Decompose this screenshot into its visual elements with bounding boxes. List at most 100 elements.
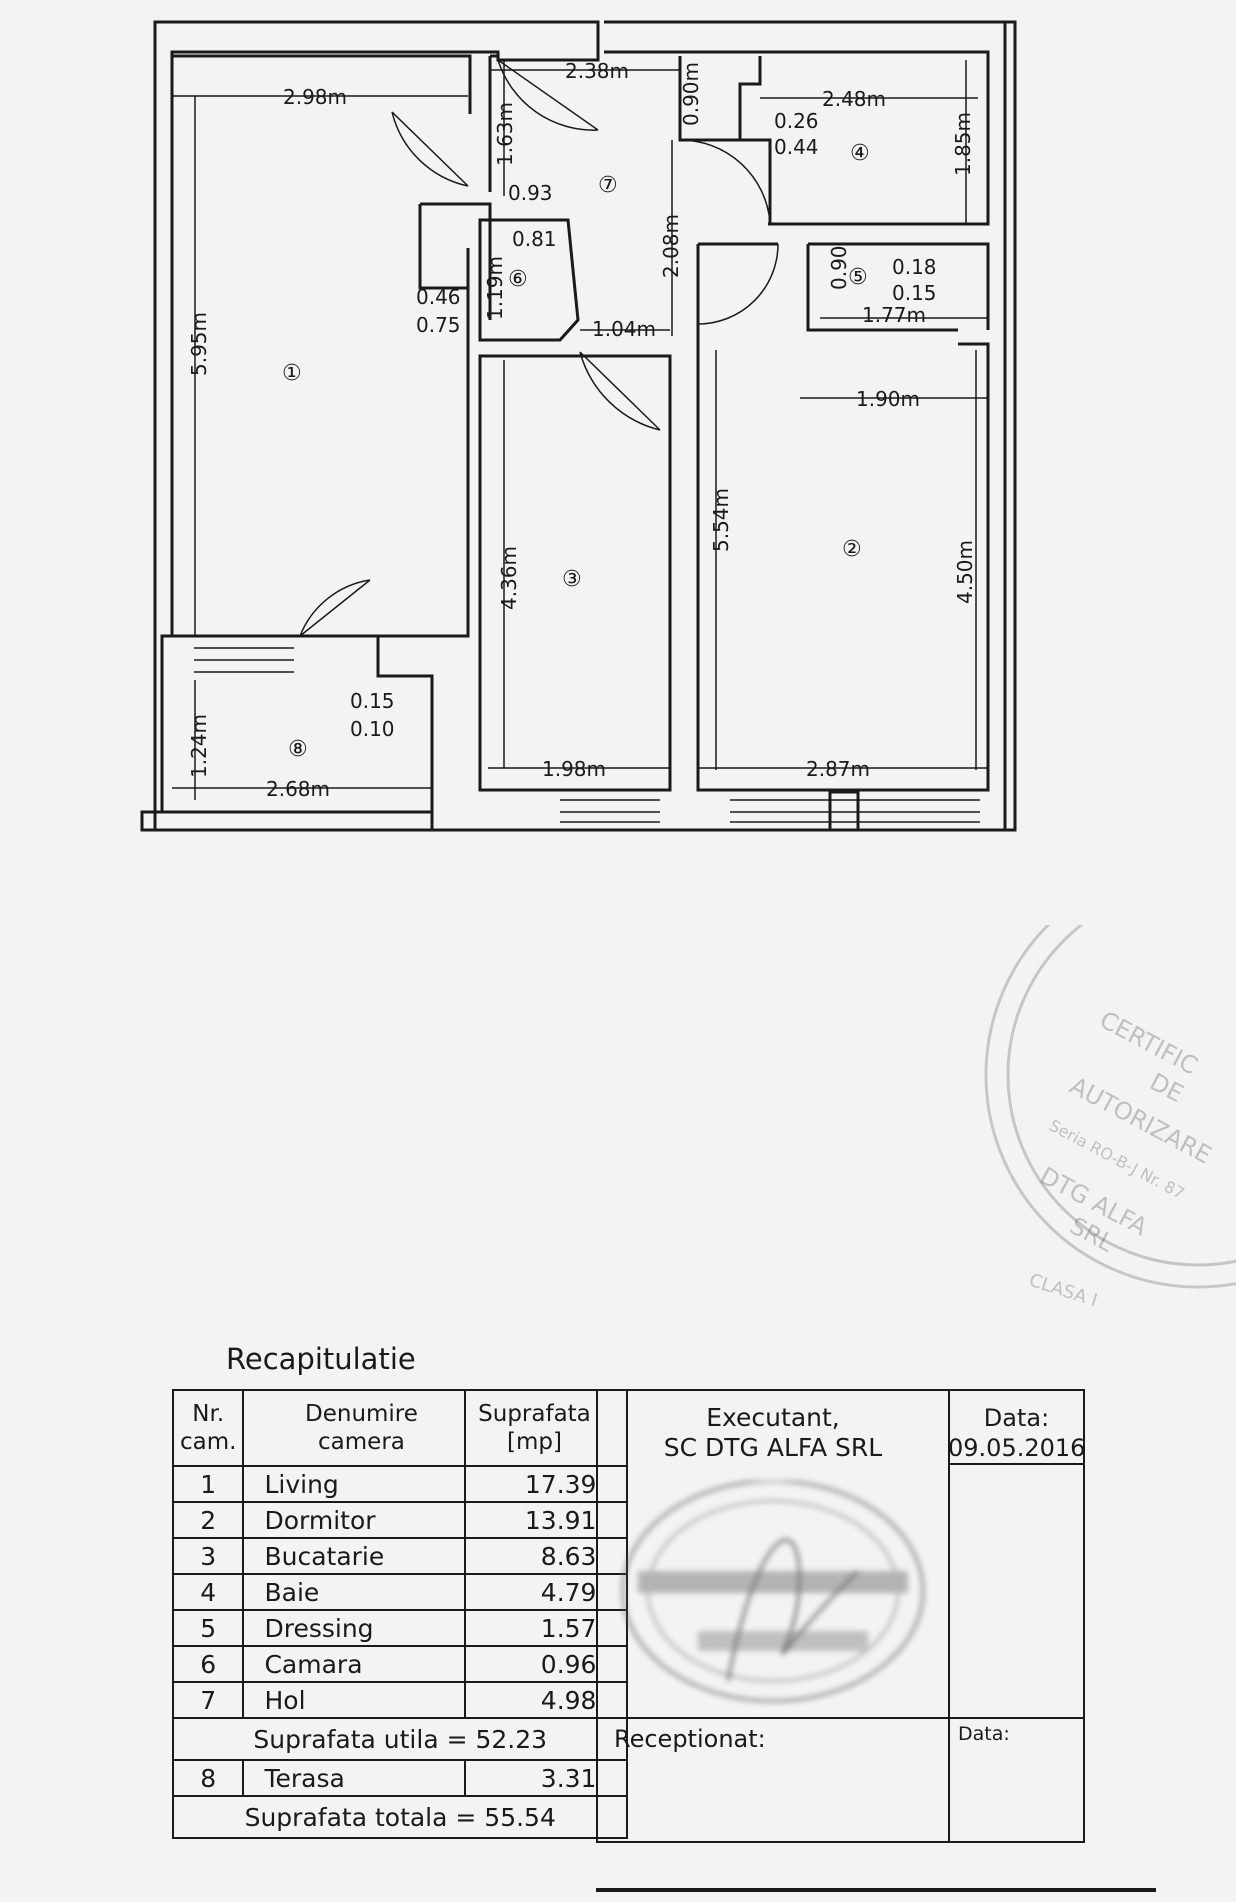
dim-2.38: 2.38m <box>565 59 629 83</box>
cell-area: 4.79 <box>464 1573 629 1611</box>
dim-0.15b: 0.15 <box>350 689 395 713</box>
dim-0.46: 0.46 <box>416 285 461 309</box>
cell-name: Terasa <box>242 1759 467 1797</box>
room-1-label: ① <box>282 361 302 386</box>
room-5-label: ⑤ <box>848 265 868 290</box>
executant-line-1: Executant, <box>706 1403 840 1432</box>
header-nr: Nr. cam. <box>171 1389 245 1467</box>
cell-area: 8.63 <box>464 1537 629 1575</box>
dim-0.90m: 0.90m <box>679 62 703 126</box>
dimension-lines <box>172 60 988 800</box>
date-block: Data: 09.05.2016 <box>948 1403 1085 1463</box>
cell-nr: 3 <box>171 1537 245 1575</box>
dim-1.04: 1.04m <box>592 317 656 341</box>
cell-nr: 8 <box>171 1759 245 1797</box>
dim-0.81: 0.81 <box>512 227 557 251</box>
dim-2.98: 2.98m <box>283 85 347 109</box>
stamp-line-7: CLASA I <box>1026 1270 1099 1312</box>
dim-0.44: 0.44 <box>774 135 819 159</box>
dim-5.54: 5.54m <box>709 488 733 552</box>
useful-area: Suprafata utila = 52.23 <box>171 1717 629 1761</box>
room-7-label: ⑦ <box>598 173 618 198</box>
stamp-line-1: CERTIFIC <box>1095 1006 1202 1081</box>
cell-name: Hol <box>242 1681 467 1719</box>
table-row: 4 Baie 4.79 <box>171 1573 629 1611</box>
door-swings <box>299 59 779 637</box>
cell-nr: 5 <box>171 1609 245 1647</box>
dim-1.90: 1.90m <box>856 387 920 411</box>
table-row: 2 Dormitor 13.91 <box>171 1501 629 1539</box>
dim-2.68: 2.68m <box>266 777 330 801</box>
cell-area: 4.98 <box>464 1681 629 1719</box>
blurred-signature-stamp <box>621 1481 925 1703</box>
table-row: 1 Living 17.39 <box>171 1465 629 1503</box>
room-numbers: ① ② ③ ④ ⑤ ⑥ ⑦ ⑧ <box>282 141 870 762</box>
dim-4.50: 4.50m <box>953 540 977 604</box>
floor-plan: 2.98m 2.38m 0.90m 2.48m 1.63m 0.93 0.26 … <box>140 20 1017 832</box>
signature-box: Executant, SC DTG ALFA SRL Data: 09.05.2… <box>596 1389 1085 1843</box>
room-4-label: ④ <box>850 141 870 166</box>
cell-area: 1.57 <box>464 1609 629 1647</box>
dim-0.75: 0.75 <box>416 313 461 337</box>
cell-name: Dressing <box>242 1609 467 1647</box>
table-row: 3 Bucatarie 8.63 <box>171 1537 629 1575</box>
outer-walls <box>140 20 1017 832</box>
cell-area: 13.91 <box>464 1501 629 1539</box>
dim-4.36: 4.36m <box>497 546 521 610</box>
cell-name: Camara <box>242 1645 467 1683</box>
received-label: Receptionat: <box>614 1725 766 1753</box>
windows <box>194 635 980 832</box>
cell-area: 0.96 <box>464 1645 629 1683</box>
cell-nr: 7 <box>171 1681 245 1719</box>
cell-area: 17.39 <box>464 1465 629 1503</box>
total-area: Suprafata totala = 55.54 <box>171 1795 629 1839</box>
dim-5.95: 5.95m <box>187 312 211 376</box>
dim-2.08: 2.08m <box>659 214 683 278</box>
dim-1.63: 1.63m <box>493 102 517 166</box>
dim-1.24: 1.24m <box>187 714 211 778</box>
useful-area-row: Suprafata utila = 52.23 <box>171 1717 629 1761</box>
dim-0.15: 0.15 <box>892 281 937 305</box>
dim-1.98: 1.98m <box>542 757 606 781</box>
executant-label: Executant, SC DTG ALFA SRL <box>598 1403 948 1463</box>
room-6-label: ⑥ <box>508 267 528 292</box>
dim-1.77: 1.77m <box>862 303 926 327</box>
header-area: Suprafata [mp] <box>464 1389 629 1467</box>
table-row: 6 Camara 0.96 <box>171 1645 629 1683</box>
cell-nr: 1 <box>171 1465 245 1503</box>
table-header-row: Nr. cam. Denumire camera Suprafata [mp] <box>171 1389 629 1467</box>
dim-0.93: 0.93 <box>508 181 553 205</box>
date2-label: Data: <box>958 1723 1010 1745</box>
cell-area: 3.31 <box>464 1759 629 1797</box>
date-label: Data: <box>983 1404 1050 1432</box>
dim-1.85: 1.85m <box>951 112 975 176</box>
stamp-line-3: AUTORIZARE <box>1065 1072 1216 1170</box>
dim-0.10: 0.10 <box>350 717 395 741</box>
room-3-label: ③ <box>562 567 582 592</box>
room-8-label: ⑧ <box>288 737 308 762</box>
divider <box>948 1463 1085 1465</box>
table-row: 5 Dressing 1.57 <box>171 1609 629 1647</box>
dim-0.90: 0.90 <box>827 245 851 290</box>
cell-name: Dormitor <box>242 1501 467 1539</box>
header-name: Denumire camera <box>242 1389 467 1467</box>
date-value: 09.05.2016 <box>948 1434 1086 1462</box>
executant-line-2: SC DTG ALFA SRL <box>663 1433 883 1462</box>
recap-title: Recapitulatie <box>226 1342 416 1376</box>
table-row: 8 Terasa 3.31 <box>171 1759 629 1797</box>
dim-0.18: 0.18 <box>892 255 937 279</box>
divider <box>948 1391 950 1843</box>
divider <box>598 1717 1085 1719</box>
dim-2.87: 2.87m <box>806 757 870 781</box>
cell-nr: 2 <box>171 1501 245 1539</box>
dim-2.48: 2.48m <box>822 87 886 111</box>
cell-name: Bucatarie <box>242 1537 467 1575</box>
recap-table: Nr. cam. Denumire camera Suprafata [mp] … <box>171 1389 629 1839</box>
room-2-label: ② <box>842 537 862 562</box>
total-area-row: Suprafata totala = 55.54 <box>171 1795 629 1839</box>
certification-stamp: CERTIFIC DE AUTORIZARE Seria RO-B-J Nr. … <box>984 925 1236 1312</box>
dim-0.26: 0.26 <box>774 109 819 133</box>
dimension-labels: 2.98m 2.38m 0.90m 2.48m 1.63m 0.93 0.26 … <box>187 59 977 801</box>
bottom-edge-line <box>596 1888 1156 1892</box>
cell-nr: 4 <box>171 1573 245 1611</box>
